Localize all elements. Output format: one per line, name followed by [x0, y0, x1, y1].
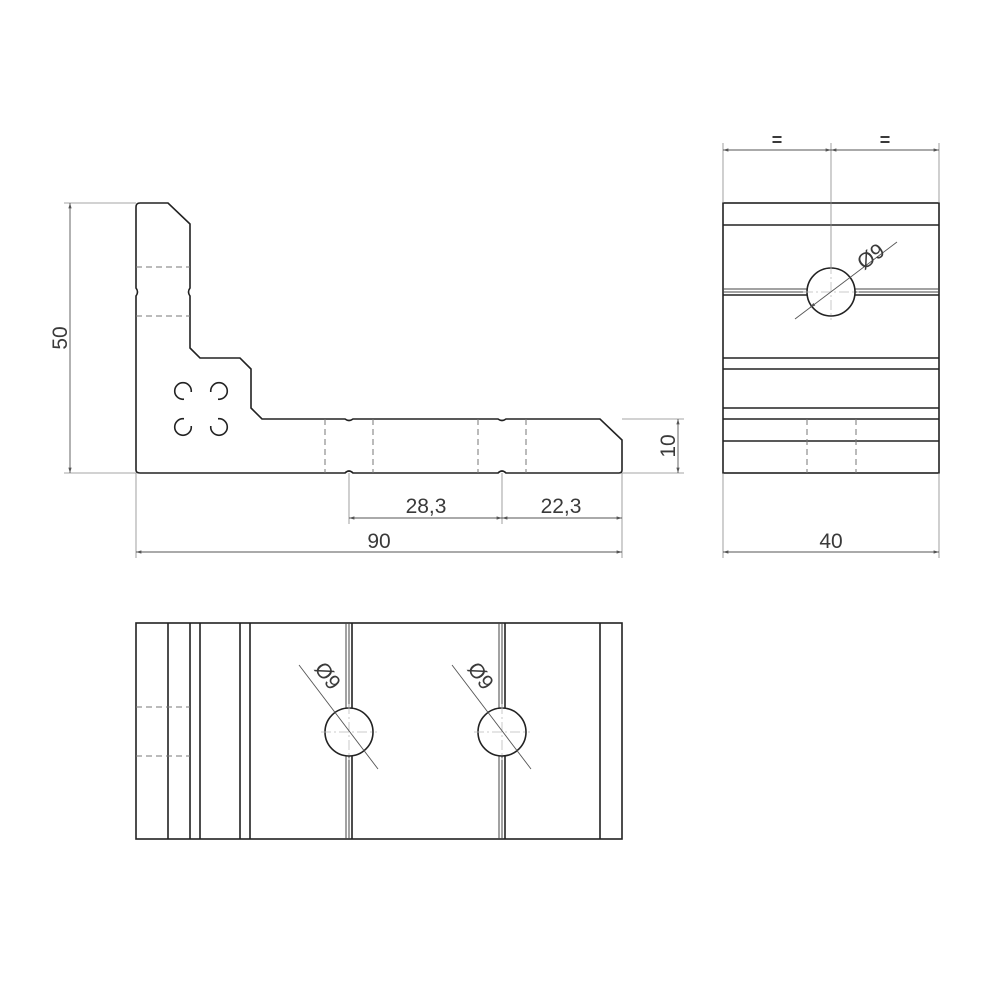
side-hole-diameter-label: Ø9 — [853, 239, 889, 274]
front-view: 50 10 28,3 22,3 90 — [49, 202, 684, 558]
dim-width-label: 40 — [819, 530, 842, 553]
side-view: Ø9 = = 40 — [722, 130, 940, 558]
bracket-profile — [135, 202, 623, 474]
top-view: Ø9 Ø9 — [135, 622, 623, 840]
top-hole-2-diameter-label: Ø9 — [463, 658, 498, 694]
equal-left-label: = — [772, 130, 783, 150]
dim-height-label: 50 — [49, 326, 72, 349]
top-hole-1-diameter-label: Ø9 — [310, 658, 345, 694]
dim-flange-label: 10 — [657, 434, 680, 457]
dim-length-label: 90 — [367, 530, 390, 553]
equal-right-label: = — [880, 130, 891, 150]
dim-hole2-label: 22,3 — [541, 495, 582, 518]
dim-hole1-label: 28,3 — [406, 495, 447, 518]
clover-hole — [173, 381, 229, 437]
